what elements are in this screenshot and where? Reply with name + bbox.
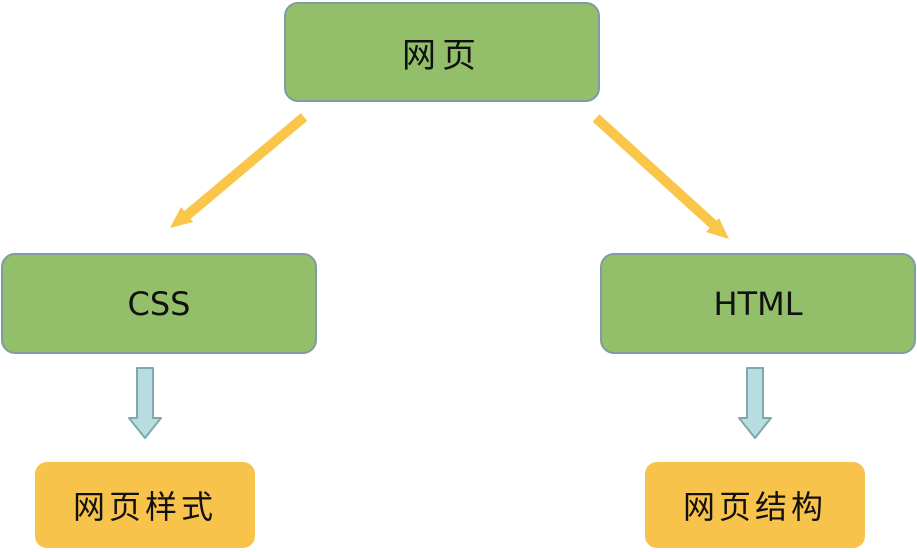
node-webpage-structure: 网页结构 (645, 462, 865, 548)
arrow-html-to-structure (738, 367, 772, 439)
node-webpage-style-label: 网页样式 (72, 488, 217, 526)
node-html: HTML (600, 253, 916, 354)
arrow-css-to-style (128, 367, 162, 439)
node-webpage-structure-label: 网页结构 (682, 488, 827, 526)
arrow-root-to-html (592, 114, 729, 239)
arrow-root-to-css (170, 113, 308, 228)
node-css: CSS (1, 253, 317, 354)
node-html-label: HTML (713, 284, 803, 323)
node-webpage-label: 网页 (402, 35, 482, 76)
node-webpage: 网页 (284, 2, 600, 102)
node-webpage-style: 网页样式 (35, 462, 255, 548)
node-css-label: CSS (127, 284, 191, 323)
